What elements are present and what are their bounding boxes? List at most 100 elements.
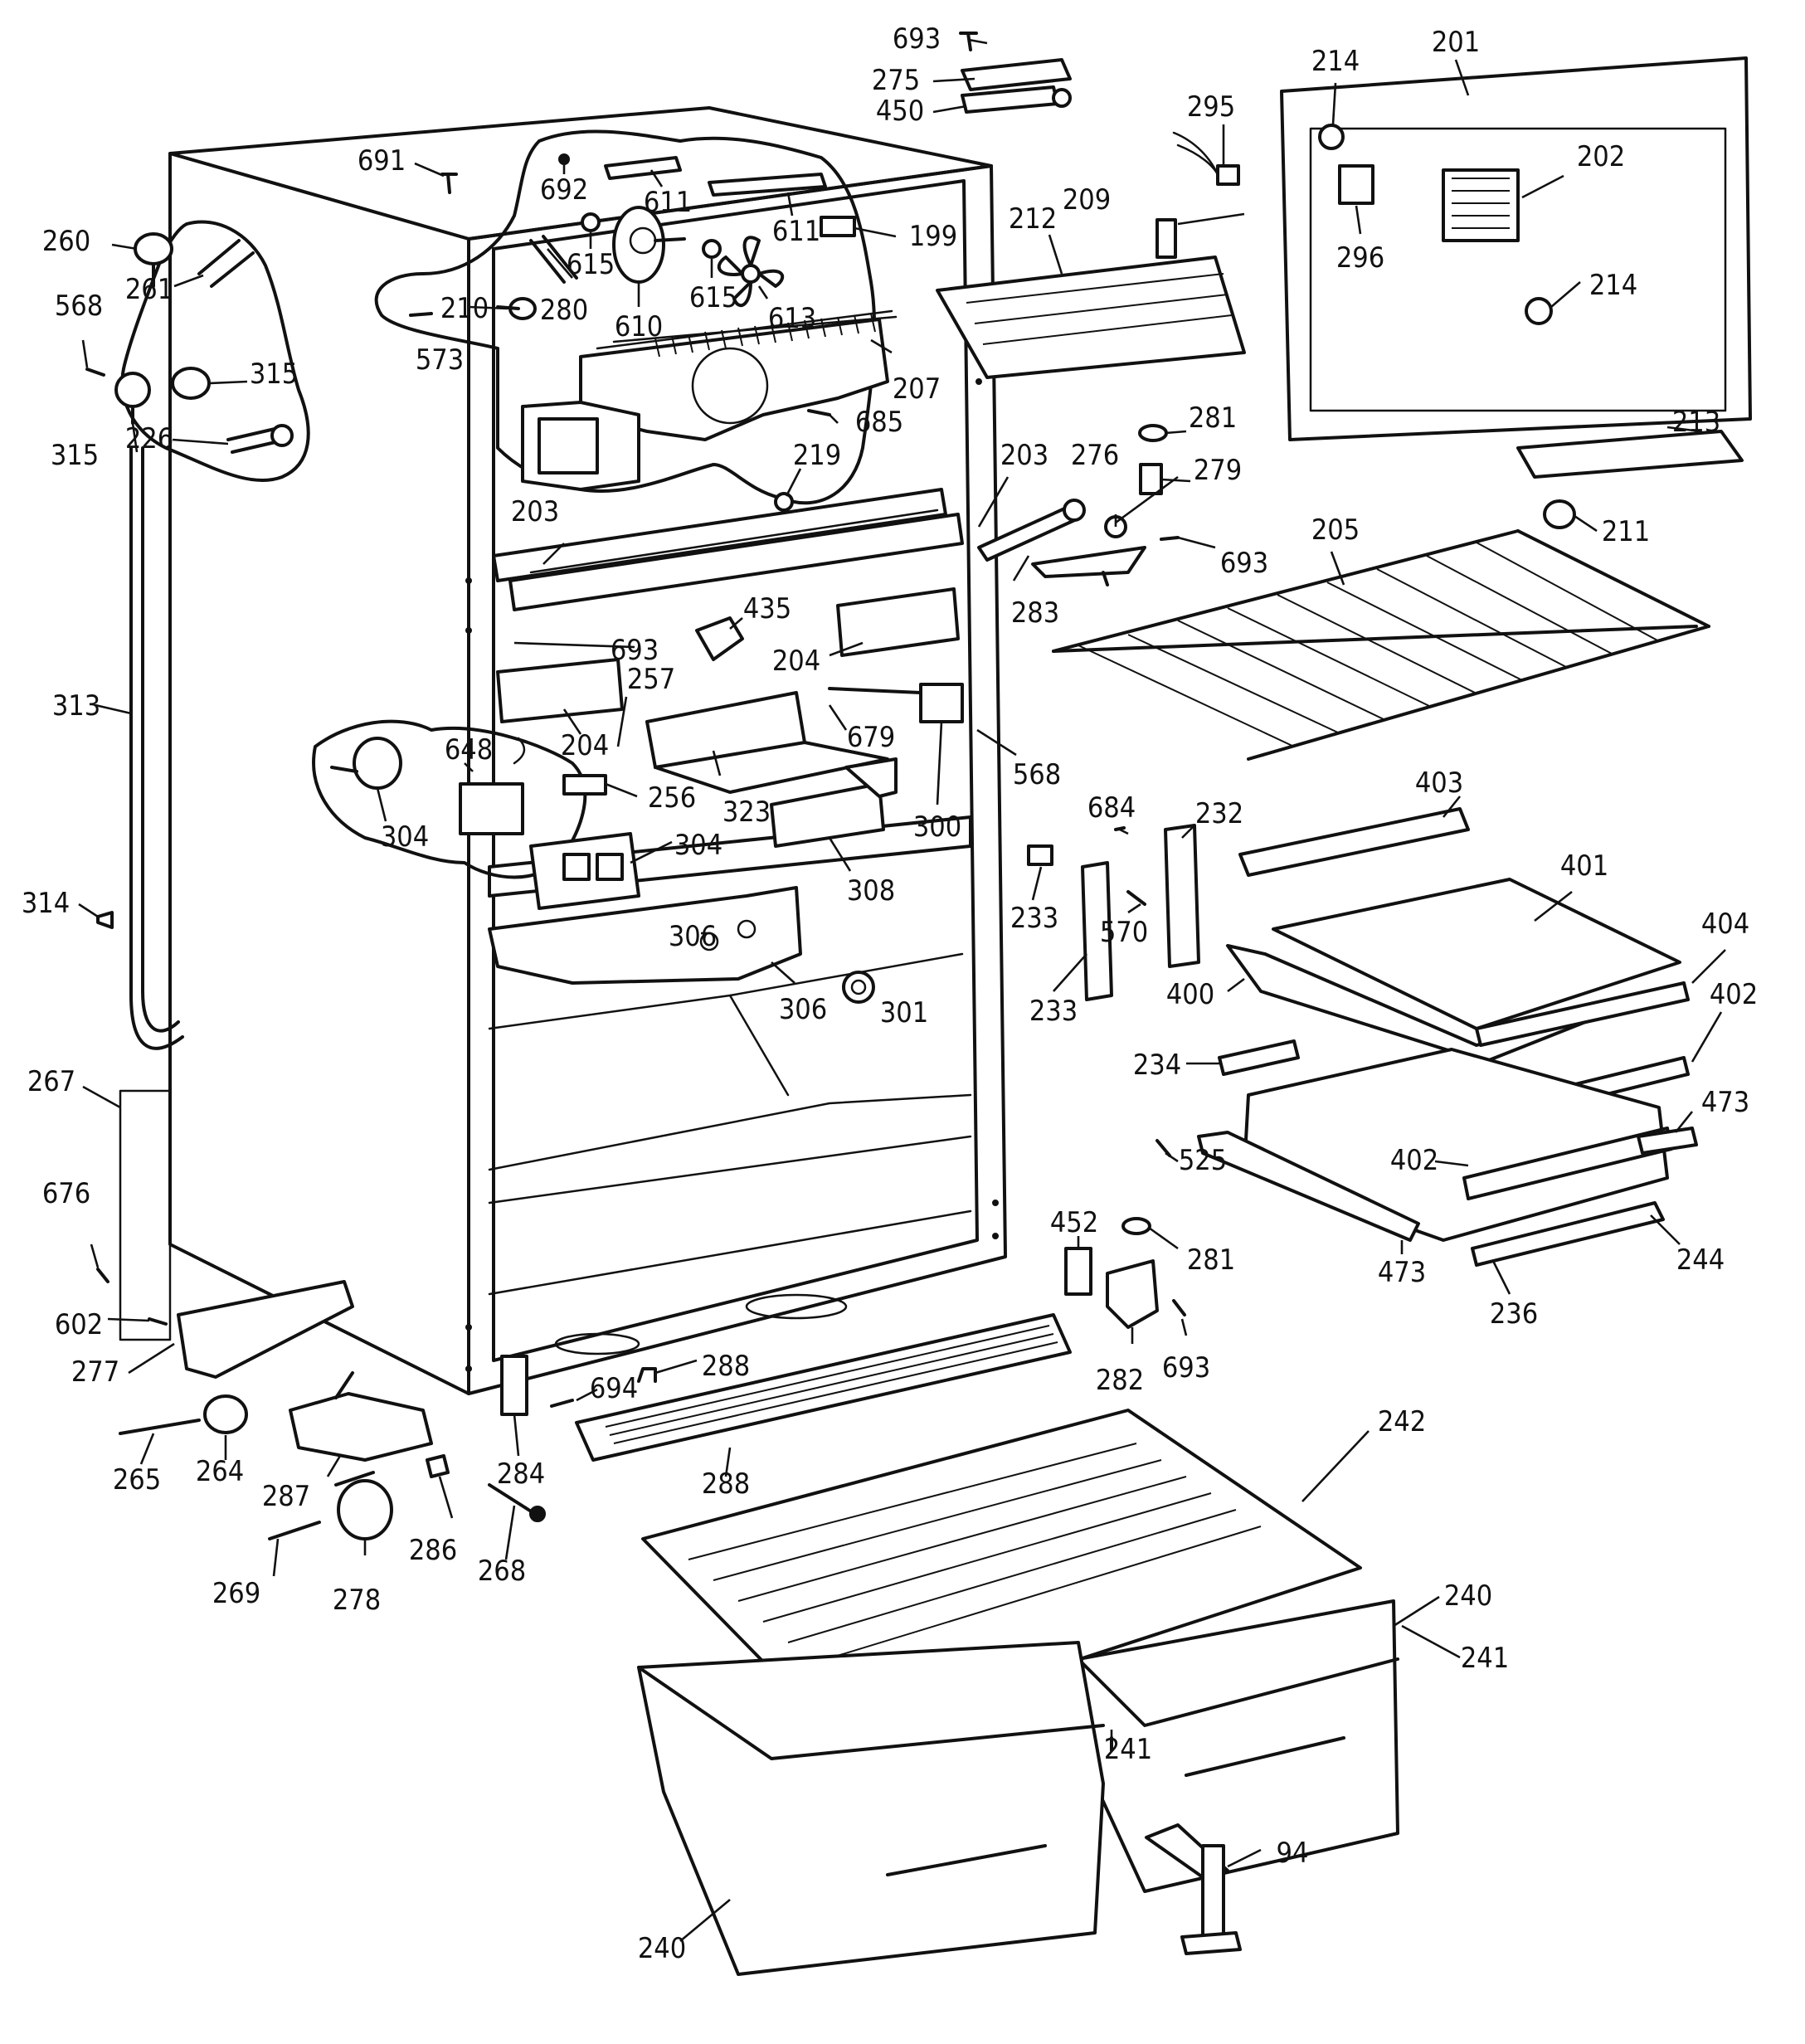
label-304-dial: 304 xyxy=(381,820,429,854)
label-214-top: 214 xyxy=(1311,45,1360,78)
label-288-clip: 288 xyxy=(702,1350,750,1383)
label-264: 264 xyxy=(196,1455,244,1488)
label-242: 242 xyxy=(1378,1405,1426,1438)
label-256: 256 xyxy=(648,781,696,815)
label-315-left: 315 xyxy=(51,439,99,472)
center-hinge xyxy=(977,499,1146,586)
label-402-right: 402 xyxy=(1710,978,1758,1011)
label-212: 212 xyxy=(1009,202,1057,236)
label-232: 232 xyxy=(1195,797,1243,830)
label-306-small: 306 xyxy=(669,920,717,953)
label-211: 211 xyxy=(1602,515,1650,548)
label-315-right: 315 xyxy=(250,358,298,391)
label-308: 308 xyxy=(847,874,895,908)
label-94: 94 xyxy=(1277,1837,1309,1870)
label-279: 279 xyxy=(1194,454,1242,487)
label-685: 685 xyxy=(855,406,903,439)
label-280: 280 xyxy=(540,294,588,327)
label-402-center: 402 xyxy=(1390,1144,1438,1177)
frame-screws xyxy=(465,378,999,1372)
fan-blade xyxy=(717,236,785,308)
label-210: 210 xyxy=(440,292,489,325)
label-568-left: 568 xyxy=(55,290,103,323)
label-679: 679 xyxy=(847,721,895,754)
label-693-top: 693 xyxy=(893,22,941,56)
label-473-right: 473 xyxy=(1701,1086,1749,1119)
label-301: 301 xyxy=(880,996,928,1029)
wire-shelf xyxy=(1052,529,1710,761)
label-257: 257 xyxy=(627,663,675,696)
water-line-cloud xyxy=(120,220,310,482)
label-281-upper: 281 xyxy=(1189,402,1237,435)
label-403: 403 xyxy=(1415,766,1463,800)
label-260: 260 xyxy=(42,225,90,258)
label-313: 313 xyxy=(52,689,100,723)
evaporator-fan-assembly xyxy=(409,153,898,533)
label-265: 265 xyxy=(113,1463,161,1496)
water-line-parts xyxy=(85,232,354,1379)
label-296: 296 xyxy=(1336,241,1384,275)
label-240-left: 240 xyxy=(638,1932,686,1965)
label-203-right: 203 xyxy=(1000,439,1048,472)
label-610: 610 xyxy=(615,310,663,343)
label-287: 287 xyxy=(262,1480,310,1513)
label-286: 286 xyxy=(409,1534,457,1567)
label-613: 613 xyxy=(768,302,816,335)
label-684: 684 xyxy=(1087,791,1136,825)
crisper-cover-and-drawers xyxy=(637,1409,1399,1976)
label-283: 283 xyxy=(1011,596,1059,630)
label-452: 452 xyxy=(1050,1206,1098,1239)
label-268: 268 xyxy=(478,1555,526,1588)
label-435: 435 xyxy=(743,592,791,625)
label-693-hinge: 693 xyxy=(1220,547,1268,580)
label-288-grille: 288 xyxy=(702,1467,750,1501)
label-219: 219 xyxy=(793,439,841,472)
label-400: 400 xyxy=(1166,978,1214,1011)
label-207: 207 xyxy=(893,372,941,406)
label-306-bracket: 306 xyxy=(779,993,827,1026)
label-568-center: 568 xyxy=(1013,758,1061,791)
label-295: 295 xyxy=(1187,90,1235,124)
label-244: 244 xyxy=(1676,1243,1725,1277)
freezer-components-cloud xyxy=(374,129,877,505)
label-233-upper: 233 xyxy=(1010,902,1058,935)
label-615-left: 615 xyxy=(567,248,615,281)
label-323: 323 xyxy=(722,796,771,829)
label-203-left: 203 xyxy=(511,495,559,528)
freezer-shelf-rails xyxy=(492,488,964,611)
label-676: 676 xyxy=(42,1177,90,1210)
label-204-upper: 204 xyxy=(772,645,820,678)
label-278: 278 xyxy=(333,1584,381,1617)
label-201: 201 xyxy=(1432,26,1480,59)
label-473-left: 473 xyxy=(1378,1256,1426,1289)
shelf-ladders xyxy=(1027,824,1200,1001)
label-236: 236 xyxy=(1490,1297,1538,1331)
leveling-leg xyxy=(1145,1823,1242,1955)
label-234: 234 xyxy=(1133,1049,1181,1082)
label-300: 300 xyxy=(913,810,961,844)
label-570: 570 xyxy=(1100,916,1148,949)
label-199: 199 xyxy=(909,220,957,253)
label-275: 275 xyxy=(872,64,920,97)
label-241-center: 241 xyxy=(1104,1733,1152,1766)
label-204-lower: 204 xyxy=(561,729,609,762)
label-282: 282 xyxy=(1096,1364,1144,1397)
label-267: 267 xyxy=(27,1065,75,1098)
label-205: 205 xyxy=(1311,513,1360,547)
label-692: 692 xyxy=(540,173,588,207)
label-694: 694 xyxy=(590,1372,638,1405)
label-450: 450 xyxy=(876,95,924,128)
label-611-upper: 611 xyxy=(644,186,692,219)
label-284: 284 xyxy=(497,1458,545,1491)
label-314: 314 xyxy=(22,887,70,920)
label-233-lower: 233 xyxy=(1029,995,1078,1028)
label-602: 602 xyxy=(55,1308,103,1341)
cabinet-shell xyxy=(168,106,1007,1395)
label-615-right: 615 xyxy=(689,281,737,314)
label-202: 202 xyxy=(1577,140,1625,173)
label-693-rail: 693 xyxy=(611,634,659,667)
label-693-bottom: 693 xyxy=(1162,1351,1210,1385)
freezer-door-liner-and-parts xyxy=(936,32,1752,541)
label-281-lower: 281 xyxy=(1187,1243,1235,1277)
